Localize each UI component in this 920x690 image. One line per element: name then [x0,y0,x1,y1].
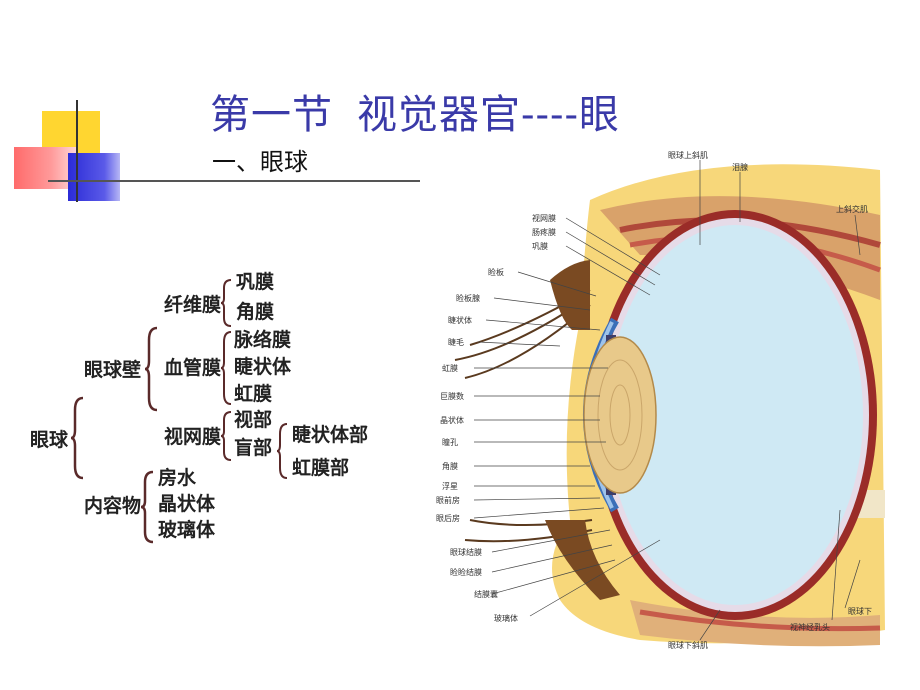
decor-red-square [14,147,76,189]
figure-label: 眼球结膜 [450,547,482,557]
fibrous-item: 巩膜 [236,271,275,293]
figure-label: 眼球上斜肌 [668,150,708,160]
figure-label: 睑睑结膜 [450,567,482,577]
figure-label: 浮星 [442,481,458,491]
figure-label: 虹膜 [442,363,458,373]
figure-label: 视网膜 [532,213,556,223]
tree-retina: 视网膜 [164,426,222,448]
brace-wall [144,326,158,412]
figure-label: 上斜交肌 [836,204,868,214]
contents-item: 晶状体 [158,493,216,515]
figure-label: 瞳孔 [442,437,458,447]
tree-vascular: 血管膜 [164,357,222,379]
figure-label: 结膜囊 [474,589,498,599]
tree-fibrous: 纤维膜 [164,294,222,316]
retina-item: 视部 [234,409,273,431]
figure-label: 眼球下斜肌 [668,640,708,650]
vascular-item: 睫状体 [234,356,292,378]
figure-label: 晶状体 [440,415,464,425]
figure-label: 眼后房 [436,513,460,523]
brace-fibrous [220,279,232,327]
figure-label: 肠疼膜 [532,227,556,237]
figure-label: 眼球下 [848,606,872,616]
vascular-item: 虹膜 [234,383,273,405]
contents-item: 房水 [158,467,197,489]
slide-title: 第一节视觉器官----眼 [210,82,620,140]
figure-label: 睑板 [488,267,504,277]
figure-label: 眼前房 [436,495,460,505]
figure-label: 睫状体 [448,315,472,325]
figure-label: 泪腺 [732,162,748,172]
tree-root: 眼球 [30,429,69,451]
figure-label: 玻璃体 [494,613,518,623]
brace-root [70,396,84,480]
figure-label: 睑板腺 [456,293,480,303]
title-topic: 视觉器官----眼 [357,92,621,138]
figure-label: 视神经乳头 [790,622,830,632]
title-section: 第一节 [210,92,333,138]
figure-label: 巨膜数 [440,391,464,401]
tree-contents: 内容物 [84,495,142,517]
tree-wall: 眼球壁 [84,359,142,381]
vascular-item: 脉络膜 [234,329,292,351]
retina-item: 盲部 [234,437,273,459]
contents-item: 玻璃体 [158,519,216,541]
brace-blind-part [276,423,288,479]
figure-label: 角膜 [442,461,458,471]
fibrous-item: 角膜 [236,301,275,323]
brace-vascular [220,331,232,405]
eye-anatomy-figure: 视网膜 肠疼膜 巩膜 睑板 睑板腺 睫状体 睫毛 虹膜 巨膜数 晶状体 瞳孔 角… [436,150,885,650]
brace-retina [220,411,232,461]
brace-contents [140,470,154,544]
blind-part-item: 睫状体部 [292,424,369,446]
decor-horizontal-line [48,180,420,182]
figure-label: 巩膜 [532,241,548,251]
slide-subtitle: 一、眼球 [212,148,308,176]
decor-vertical-line [76,100,78,202]
blind-part-item: 虹膜部 [292,457,350,479]
figure-label: 睫毛 [448,337,464,347]
